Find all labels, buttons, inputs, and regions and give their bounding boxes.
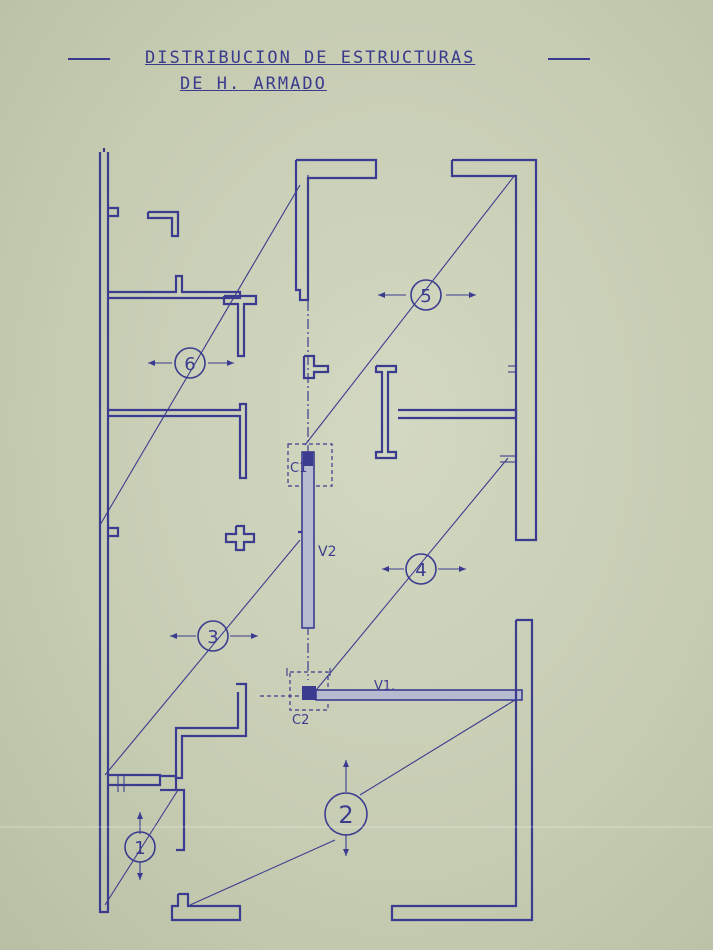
column-c2-label: C2 (292, 713, 309, 728)
title-line-1: DISTRIBUCION DE ESTRUCTURAS (145, 48, 476, 68)
beam-v2-label: V2 (318, 544, 336, 560)
slab-1-label: 1 (134, 838, 145, 859)
slab-1-circle (124, 831, 156, 863)
slab-3-label: 3 (207, 627, 218, 648)
slab-2-label: 2 (338, 801, 353, 829)
t-column-a (222, 294, 258, 358)
slab-4-label: 4 (415, 560, 426, 581)
cross-column (224, 524, 256, 552)
l-column-top (146, 210, 180, 238)
left-wall (98, 148, 248, 914)
right-lower-wall (390, 618, 534, 922)
slab-4-circle (405, 553, 437, 585)
bottom-left-wall (170, 892, 242, 922)
slab-2-circle (324, 792, 368, 836)
stepped-wall (160, 682, 248, 852)
slab-3-circle (197, 620, 229, 652)
slab-6-label: 6 (184, 354, 195, 375)
slab-5-circle (410, 279, 442, 311)
span-arrows (137, 292, 476, 880)
right-upper-wall (374, 158, 538, 542)
title-block: DISTRIBUCION DE ESTRUCTURAS DE H. ARMADO (0, 0, 713, 110)
beam-v2 (287, 443, 333, 629)
beam-v1 (260, 668, 523, 711)
title-dash-right (548, 58, 590, 60)
beam-v1-label: V1. (374, 679, 395, 694)
slab-5-label: 5 (420, 286, 431, 307)
slab-6-circle (174, 347, 206, 379)
title-line-2: DE H. ARMADO (180, 74, 327, 94)
column-c1-label: C1 (290, 461, 307, 476)
slab-diagonals (99, 174, 516, 906)
title-dash-left (68, 58, 110, 60)
paper-crease (0, 826, 713, 828)
